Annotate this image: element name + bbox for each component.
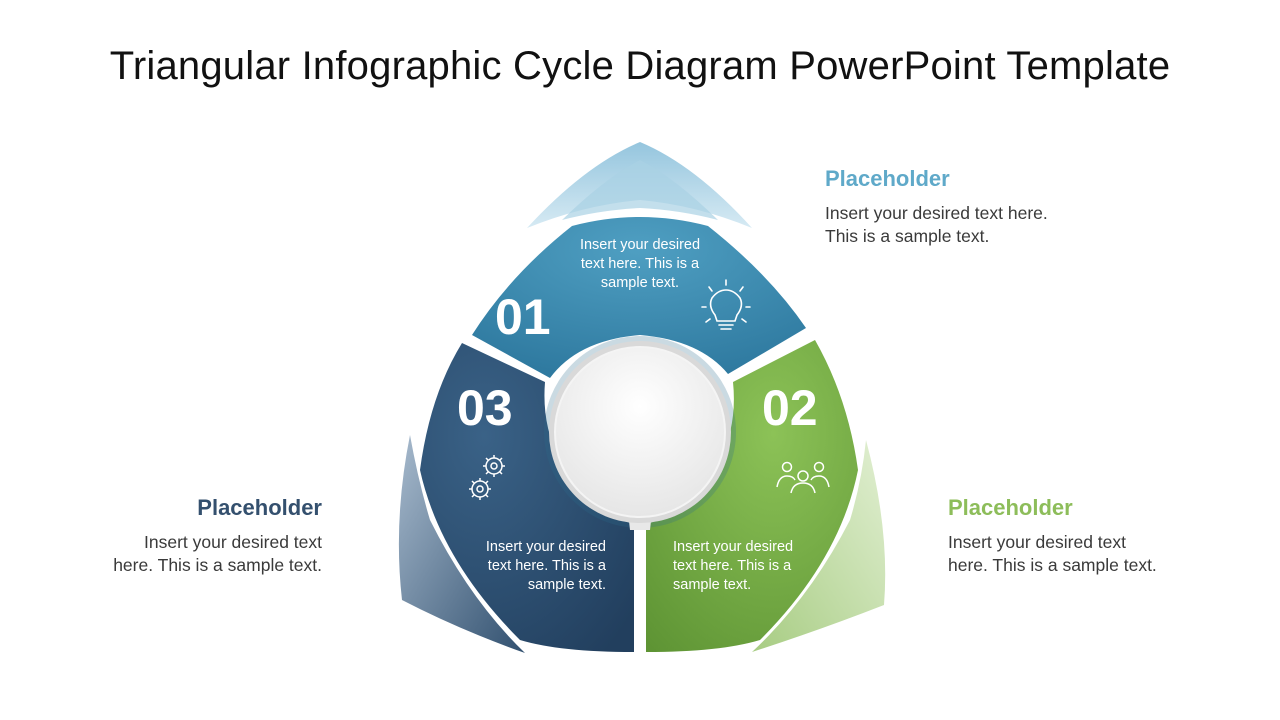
segment-03: [420, 343, 634, 652]
left-title: Placeholder: [197, 495, 322, 520]
left-body: Insert your desired text here. This is a…: [113, 532, 322, 575]
right-body: Insert your desired text here. This is a…: [948, 532, 1157, 575]
segment-02-number: 02: [762, 380, 818, 436]
top-right-body: Insert your desired text here. This is a…: [825, 203, 1048, 246]
team-icon: [776, 461, 830, 494]
arrowhead-top-inner: [562, 160, 718, 220]
segment-01: [472, 217, 806, 378]
segment-02: [646, 340, 858, 652]
segment-01-text: Insert your desired text here. This is a…: [579, 237, 701, 291]
segment-02-text: Insert your desired text here. This is a…: [673, 539, 794, 593]
center-circle: [554, 346, 726, 518]
gears-icon: [469, 455, 505, 500]
arrowhead-right: [752, 440, 886, 652]
segment-03-text: Insert your desired text here. This is a…: [485, 539, 606, 593]
top-right-title: Placeholder: [825, 166, 950, 191]
page-title: Triangular Infographic Cycle Diagram Pow…: [109, 44, 1171, 88]
lightbulb-icon: [701, 279, 751, 330]
right-title: Placeholder: [948, 495, 1073, 520]
arrowhead-left: [398, 435, 525, 653]
segment-01-number: 01: [495, 289, 551, 345]
segment-03-number: 03: [457, 380, 513, 436]
